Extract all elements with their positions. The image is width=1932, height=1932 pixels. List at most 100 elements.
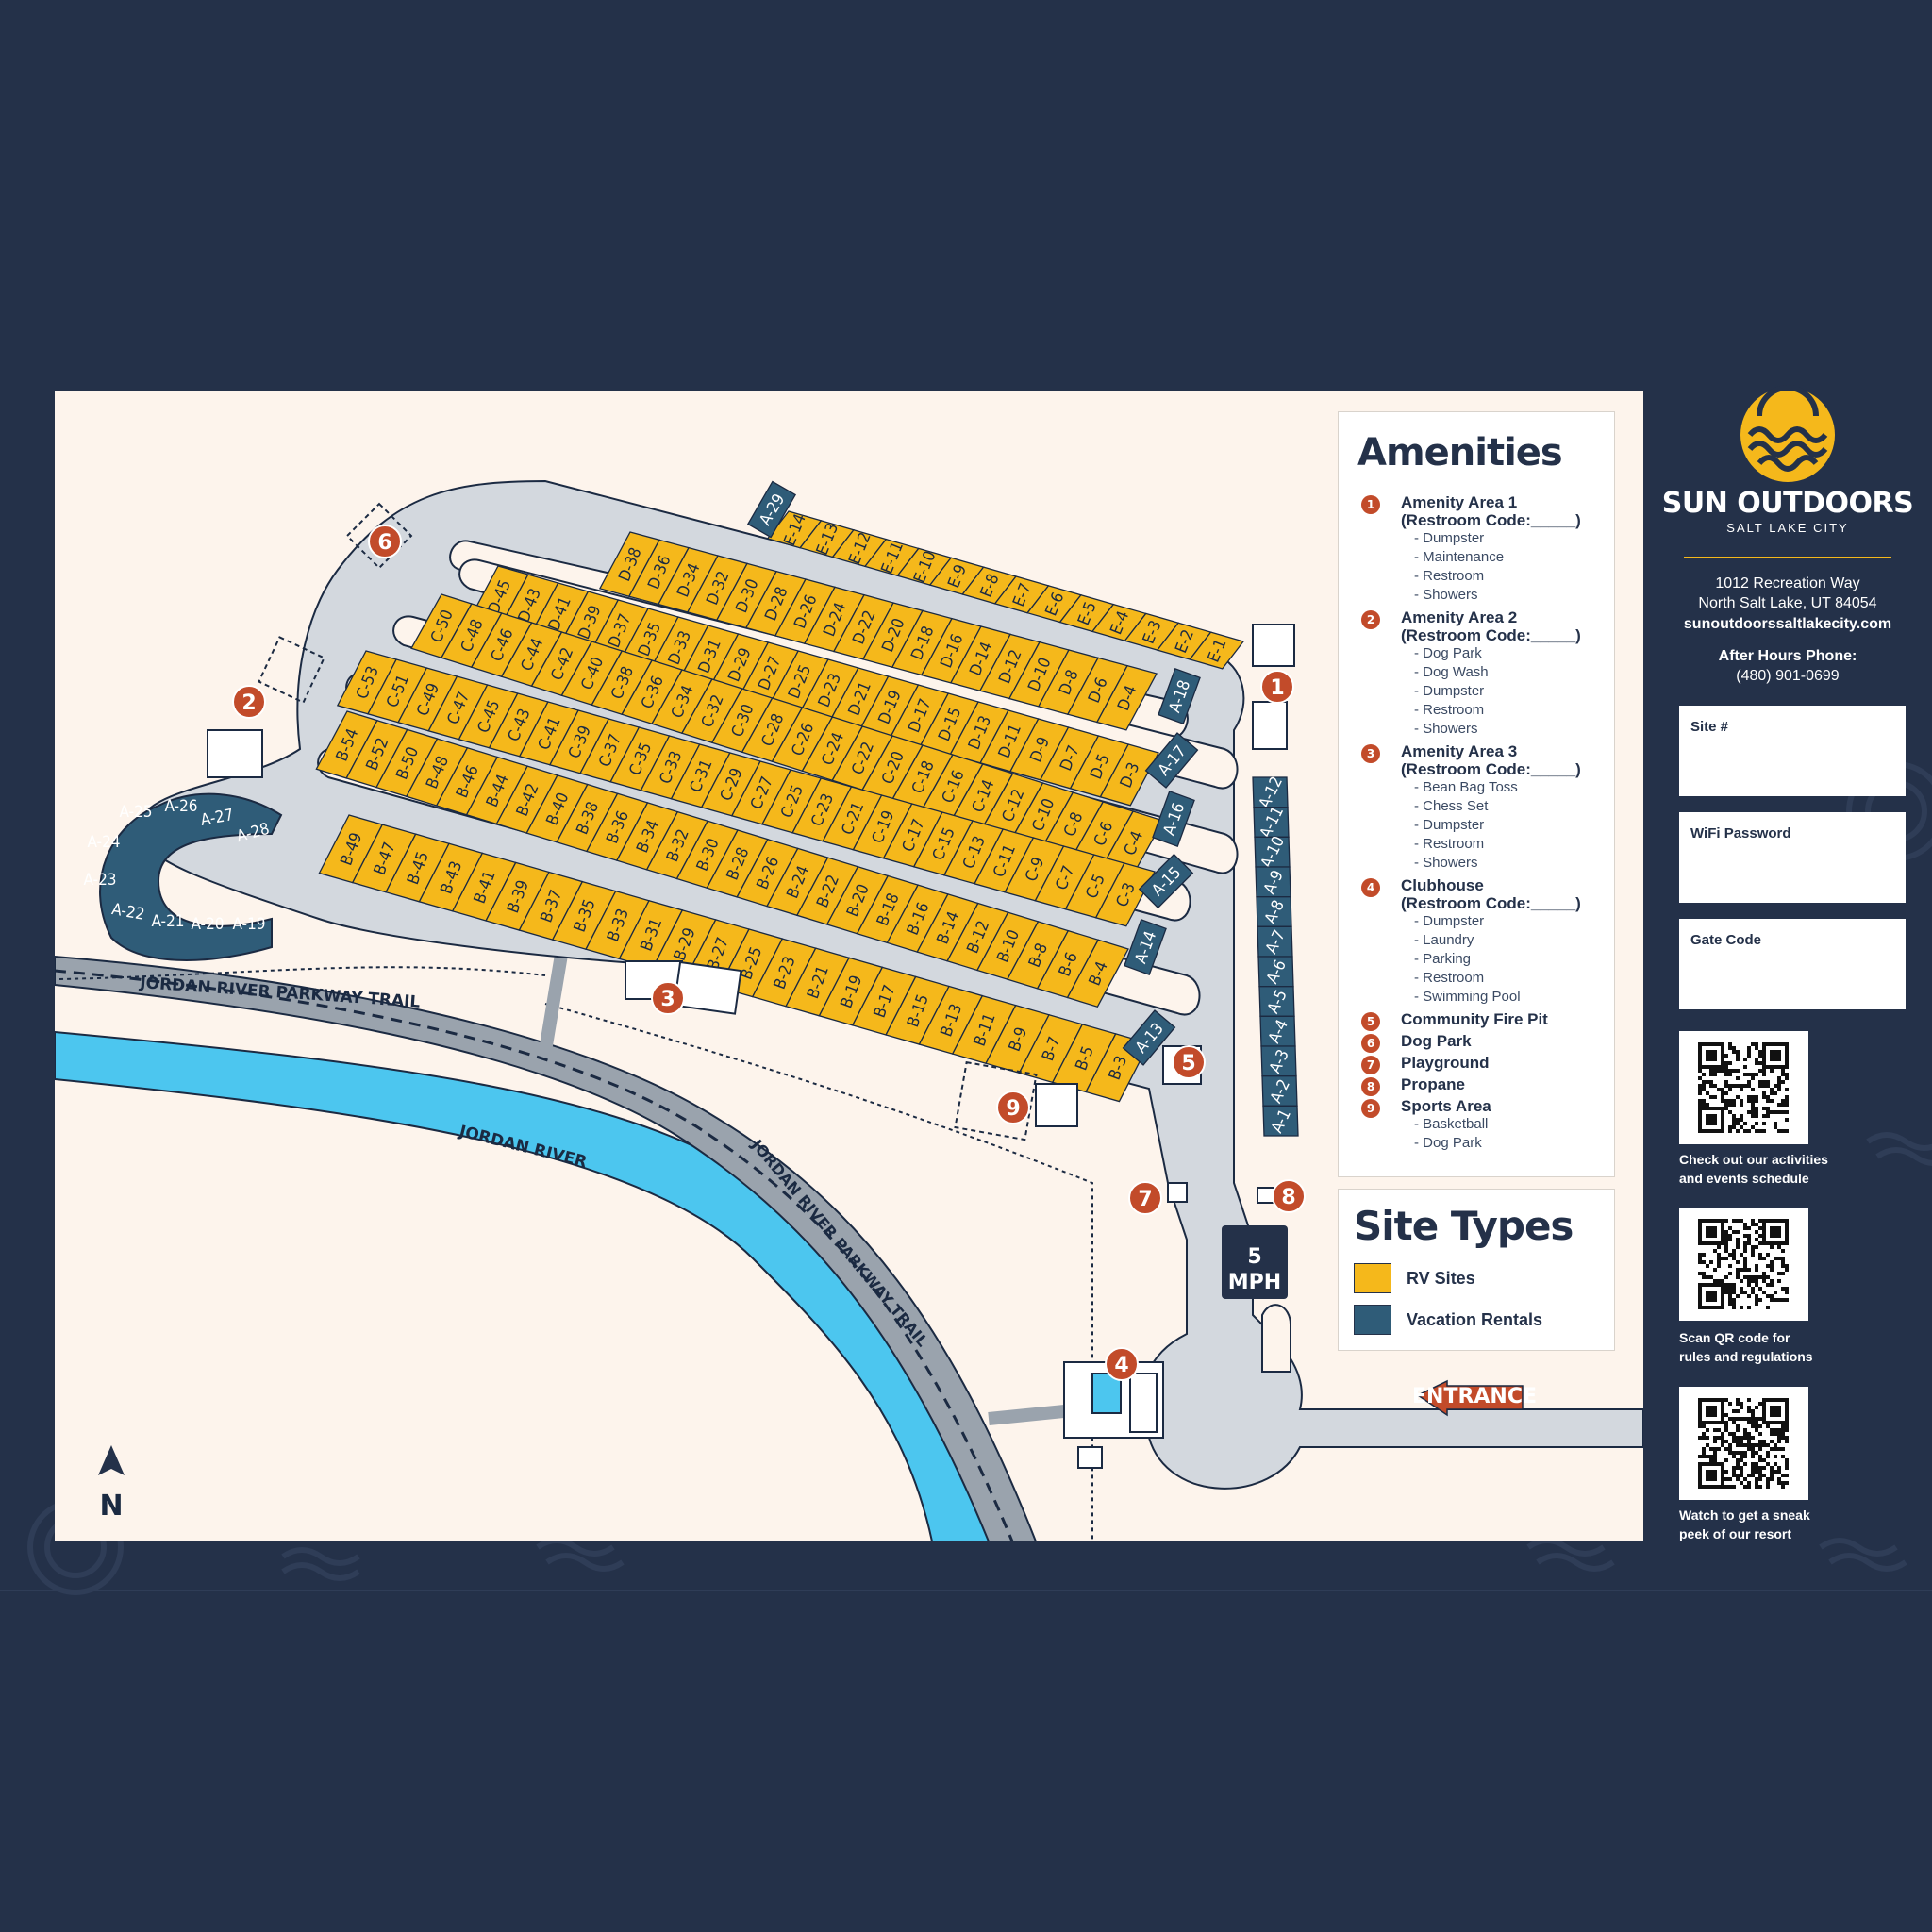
site-a-21[interactable]: A-21 [151,912,184,931]
a-loop-sites [99,792,283,961]
site-a-1[interactable] [1262,1105,1299,1137]
amenity-badge-7[interactable]: 7 [1128,1181,1162,1215]
amenity-feature: - Laundry [1414,932,1474,948]
site-a-16[interactable]: A-16 [1152,790,1195,848]
amenity-title: Amenity Area 2 [1401,608,1518,626]
site-d-3[interactable] [1099,743,1159,807]
wifi-password-field[interactable]: WiFi Password [1679,812,1906,903]
amenity-feature: - Restroom [1414,568,1485,584]
amenity-number-badge: 9 [1361,1099,1380,1118]
amenity-feature: - Showers [1414,855,1478,871]
legend-rv-sites: RV Sites [1354,1263,1475,1293]
brand-location: SALT LAKE CITY [1726,521,1849,535]
gate-code-field[interactable]: Gate Code [1679,919,1906,1009]
svg-text:3: 3 [660,988,675,1011]
amenity-title: Playground [1401,1054,1490,1072]
rv-swatch [1354,1263,1391,1293]
svg-text:8: 8 [1281,1186,1295,1209]
website-link[interactable]: sunoutdoorssaltlakecity.com [1683,616,1892,632]
qr-code-rules[interactable] [1679,1208,1808,1321]
site-c-3[interactable] [1094,862,1156,927]
amenity-feature: - Maintenance [1414,549,1505,565]
amenity-badge-8[interactable]: 8 [1272,1179,1306,1213]
brand-divider [1684,557,1891,558]
svg-text:5: 5 [1247,1245,1261,1269]
amenity-badge-6[interactable]: 6 [368,525,402,558]
site-a-26[interactable]: A-26 [164,797,197,816]
gate-code-label: Gate Code [1690,932,1762,948]
wifi-password-label: WiFi Password [1690,825,1791,841]
amenity-item-6: 6 Dog Park [1361,1032,1607,1053]
address-line-2: North Salt Lake, UT 84054 [1698,595,1877,611]
amenity-feature: - Dog Park [1414,645,1482,661]
amenity-feature: - Showers [1414,721,1478,737]
amenity-title: Amenity Area 1 [1401,493,1518,511]
amenity-badge-5[interactable]: 5 [1172,1045,1206,1079]
amenity-restroom-code: (Restroom Code:_____) [1401,894,1581,912]
amenity-badge-9[interactable]: 9 [996,1091,1030,1124]
amenity-feature: - Basketball [1414,1116,1489,1132]
after-hours-phone[interactable]: (480) 901-0699 [1736,668,1840,684]
site-a-19[interactable]: A-19 [232,915,265,934]
amenity-badge-4[interactable]: 4 [1105,1347,1139,1381]
amenity-feature: - Chess Set [1414,798,1489,814]
amenity-item-3: 3 Amenity Area 3(Restroom Code:_____)- Be… [1361,742,1607,873]
site-number-label: Site # [1690,719,1729,735]
site-a-24[interactable]: A-24 [87,833,120,852]
amenities-list: 1 Amenity Area 1 (Restroom Code:_____) - Du… [1361,493,1607,1157]
amenity-feature: - Parking [1414,951,1472,967]
site-types-title: Site Types [1354,1203,1574,1249]
amenity-title: Propane [1401,1075,1466,1093]
amenity-number-badge: 2 [1361,610,1380,629]
brand-name: SUN OUTDOORS [1661,487,1914,520]
amenity-feature: - Restroom [1414,970,1485,986]
address-line-1: 1012 Recreation Way [1715,575,1860,591]
amenity-number-badge: 4 [1361,878,1380,897]
amenity-feature: - Swimming Pool [1414,989,1521,1005]
site-a-25[interactable]: A-25 [119,803,152,822]
svg-text:1: 1 [1270,676,1284,700]
amenity-badge-2[interactable]: 2 [232,685,266,719]
amenity-badge-3[interactable]: 3 [651,981,685,1015]
amenity-number-badge: 8 [1361,1077,1380,1096]
amenity-restroom-code: (Restroom Code:_____) [1401,760,1581,778]
amenity-feature: - Showers [1414,587,1478,603]
vacation-swatch [1354,1305,1391,1335]
amenity-feature: - Dumpster [1414,530,1485,546]
amenity-title: Community Fire Pit [1401,1010,1548,1028]
rv-sites-label: RV Sites [1407,1268,1475,1288]
svg-text:MPH: MPH [1228,1271,1281,1294]
site-e-1[interactable] [1189,631,1245,670]
amenity-feature: - Dumpster [1414,683,1485,699]
legend-vacation-rentals: Vacation Rentals [1354,1305,1542,1335]
qr-code-activities[interactable] [1679,1031,1808,1144]
qr-code-video[interactable] [1679,1387,1808,1500]
site-d-4[interactable] [1095,664,1158,731]
amenity-number-badge: 6 [1361,1034,1380,1053]
amenity-title: Dog Park [1401,1032,1472,1050]
amenity-feature: - Dog Park [1414,1135,1482,1151]
amenity-title: Amenity Area 3 [1401,742,1518,760]
site-b-4[interactable] [1066,939,1129,1008]
svg-text:7: 7 [1138,1188,1152,1211]
amenity-badge-1[interactable]: 1 [1260,670,1294,704]
site-number-field[interactable]: Site # [1679,706,1906,796]
amenity-number-badge: 3 [1361,744,1380,763]
site-a-23[interactable]: A-23 [83,871,116,890]
amenity-feature: - Bean Bag Toss [1414,779,1518,795]
site-a-18[interactable]: A-18 [1158,667,1201,725]
amenity-number-badge: 1 [1361,495,1380,514]
site-a-20[interactable]: A-20 [191,915,224,934]
sun-outdoors-logo-icon [1740,385,1835,482]
trail-centerline [55,969,1014,1541]
amenity-feature: - Restroom [1414,702,1485,718]
entrance-sign: ENTRANCE [1412,1379,1537,1417]
